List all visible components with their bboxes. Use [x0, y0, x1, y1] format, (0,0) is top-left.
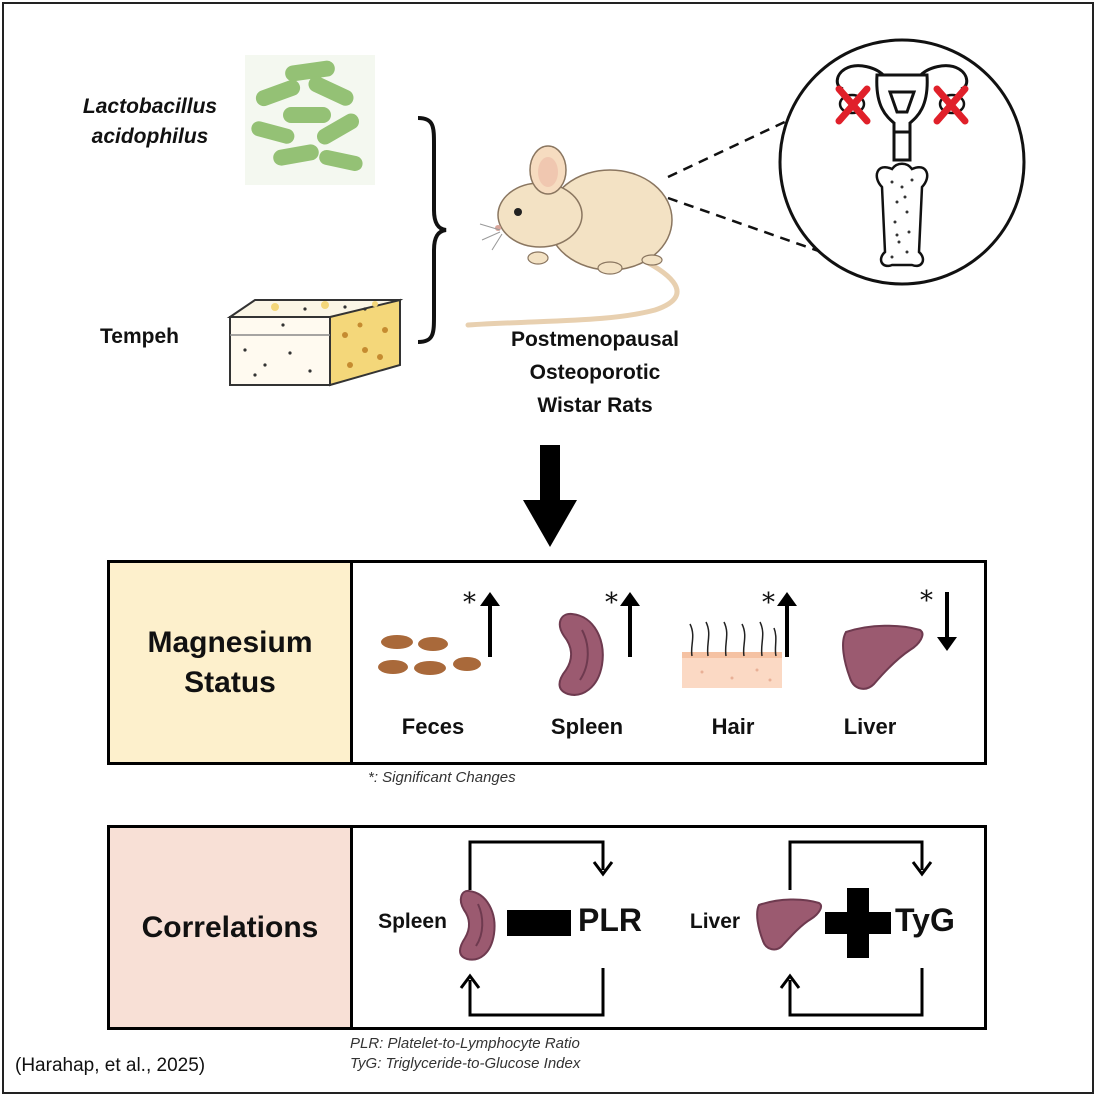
bone-icon: [875, 162, 929, 268]
corr-liver-label: Liver: [689, 910, 741, 933]
liver-icon: [842, 624, 924, 690]
liver-asterisk: *: [920, 586, 933, 616]
bacteria-icon: [245, 55, 375, 185]
plr-footnote: PLR: Platelet-to-Lymphocyte Ratio: [350, 1035, 580, 1052]
down-arrow-icon: [523, 445, 577, 547]
tyg-label: TyG: [895, 902, 955, 938]
ovariectomy-bone-inset: [778, 38, 1026, 286]
magnesium-title-cell: Magnesium Status: [110, 563, 353, 762]
positive-sign-icon: [825, 888, 891, 958]
probiotic-label-line2: acidophilus: [91, 125, 209, 148]
feces-icon: [378, 635, 481, 675]
tempeh-icon: [226, 298, 404, 387]
spleen-label: Spleen: [550, 714, 624, 739]
rat-icon: [465, 145, 680, 328]
hair-label: Hair: [711, 714, 755, 739]
tempeh-label: Tempeh: [100, 325, 179, 348]
hair-asterisk: *: [762, 588, 775, 618]
negative-sign-icon: [507, 910, 571, 936]
feces-up-arrow-icon: [480, 592, 500, 657]
brace-icon: [417, 116, 447, 344]
liver-down-arrow-icon: [937, 592, 957, 651]
spleen-icon: [558, 612, 604, 696]
magnesium-title-line2: Status: [184, 665, 276, 699]
magnesium-title-line1: Magnesium: [147, 625, 313, 659]
corr-liver-icon: [756, 898, 822, 951]
probiotic-label-line1: Lactobacillus: [82, 95, 218, 118]
magnesium-status-panel: Magnesium Status: [107, 560, 987, 765]
removed-cross-icon: [835, 85, 969, 125]
correlations-title: Correlations: [141, 910, 319, 944]
spleen-up-arrow-icon: [620, 592, 640, 657]
rat-label-line3: Wistar Rats: [537, 394, 653, 417]
tyg-footnote: TyG: Triglyceride-to-Glucose Index: [350, 1055, 581, 1072]
rat-label-line1: Postmenopausal: [510, 328, 680, 351]
feces-asterisk: *: [463, 588, 476, 618]
hair-icon: [682, 621, 782, 688]
correlations-title-cell: Correlations: [110, 828, 353, 1027]
feces-label: Feces: [401, 714, 465, 739]
hair-up-arrow-icon: [777, 592, 797, 657]
plr-label: PLR: [578, 902, 642, 938]
rat-label-line2: Osteoporotic: [529, 361, 661, 384]
citation: (Harahap, et al., 2025): [15, 1055, 206, 1076]
magnesium-footnote: *: Significant Changes: [368, 769, 516, 786]
spleen-asterisk: *: [605, 588, 618, 618]
corr-spleen-icon: [459, 889, 496, 961]
liver-label: Liver: [843, 714, 897, 739]
corr-spleen-label: Spleen: [378, 910, 447, 933]
uterus-icon: [835, 64, 969, 162]
